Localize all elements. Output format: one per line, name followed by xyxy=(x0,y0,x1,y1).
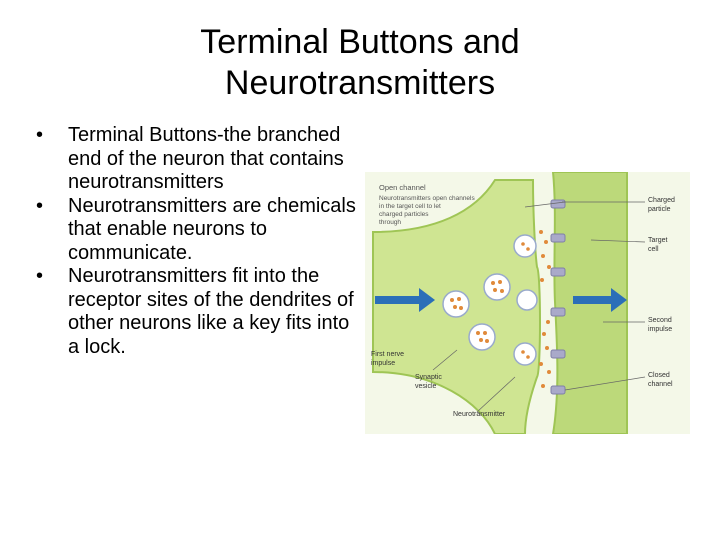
open-channel-heading: Open channel xyxy=(379,183,426,192)
bullet-item: • Neurotransmitters are chemicals that e… xyxy=(36,195,356,266)
receptor-channel xyxy=(551,234,565,242)
receptor-channel xyxy=(551,308,565,316)
bullet-item: • Terminal Buttons-the branched end of t… xyxy=(36,124,356,195)
title-line-2: Neurotransmitters xyxy=(60,63,660,104)
bullet-marker: • xyxy=(36,265,56,289)
synaptic-vesicle xyxy=(469,324,495,350)
synaptic-vesicle xyxy=(514,343,536,365)
bullet-list: • Terminal Buttons-the branched end of t… xyxy=(36,124,356,359)
receptor-channel xyxy=(551,268,565,276)
open-channel-desc-2: in the target cell to let xyxy=(379,203,441,210)
slide-title: Terminal Buttons and Neurotransmitters xyxy=(60,22,660,104)
synaptic-vesicle xyxy=(484,274,510,300)
receptor-channel xyxy=(551,350,565,358)
label-first-nerve-impulse-2: impulse xyxy=(371,360,395,367)
label-closed-channel-1: Closed xyxy=(648,372,670,379)
label-synaptic-vesicle-1: Synaptic xyxy=(415,374,442,381)
open-channel-desc-1: Neurotransmitters open channels xyxy=(379,195,475,202)
label-neurotransmitter: Neurotransmitter xyxy=(453,411,506,418)
open-channel-desc-3: charged particles xyxy=(379,211,429,218)
receptor-channel xyxy=(551,200,565,208)
label-first-nerve-impulse-1: First nerve xyxy=(371,351,404,358)
label-synaptic-vesicle-2: vesicle xyxy=(415,383,437,390)
title-line-1: Terminal Buttons and xyxy=(60,22,660,63)
receptor-channel xyxy=(551,386,565,394)
bullet-item: • Neurotransmitters fit into the recepto… xyxy=(36,265,356,359)
bullet-text: Terminal Buttons-the branched end of the… xyxy=(68,124,344,193)
bullet-text: Neurotransmitters are chemicals that ena… xyxy=(68,195,356,264)
label-closed-channel-2: channel xyxy=(648,381,673,388)
bullet-marker: • xyxy=(36,124,56,148)
synaptic-vesicle xyxy=(443,291,469,317)
label-second-impulse-1: Second xyxy=(648,317,672,324)
bullet-marker: • xyxy=(36,195,56,219)
open-channel-desc-4: through xyxy=(379,219,401,226)
label-charged-particle-2: particle xyxy=(648,206,671,213)
synaptic-vesicle xyxy=(514,235,536,257)
label-charged-particle-1: Charged xyxy=(648,197,675,204)
label-target-cell-1: Target xyxy=(648,237,668,244)
synapse-diagram: Open channel Neurotransmitters open chan… xyxy=(365,172,690,434)
bullet-text: Neurotransmitters fit into the receptor … xyxy=(68,265,354,358)
synaptic-vesicle xyxy=(517,290,537,310)
label-target-cell-2: cell xyxy=(648,246,659,253)
label-second-impulse-2: impulse xyxy=(648,326,672,333)
